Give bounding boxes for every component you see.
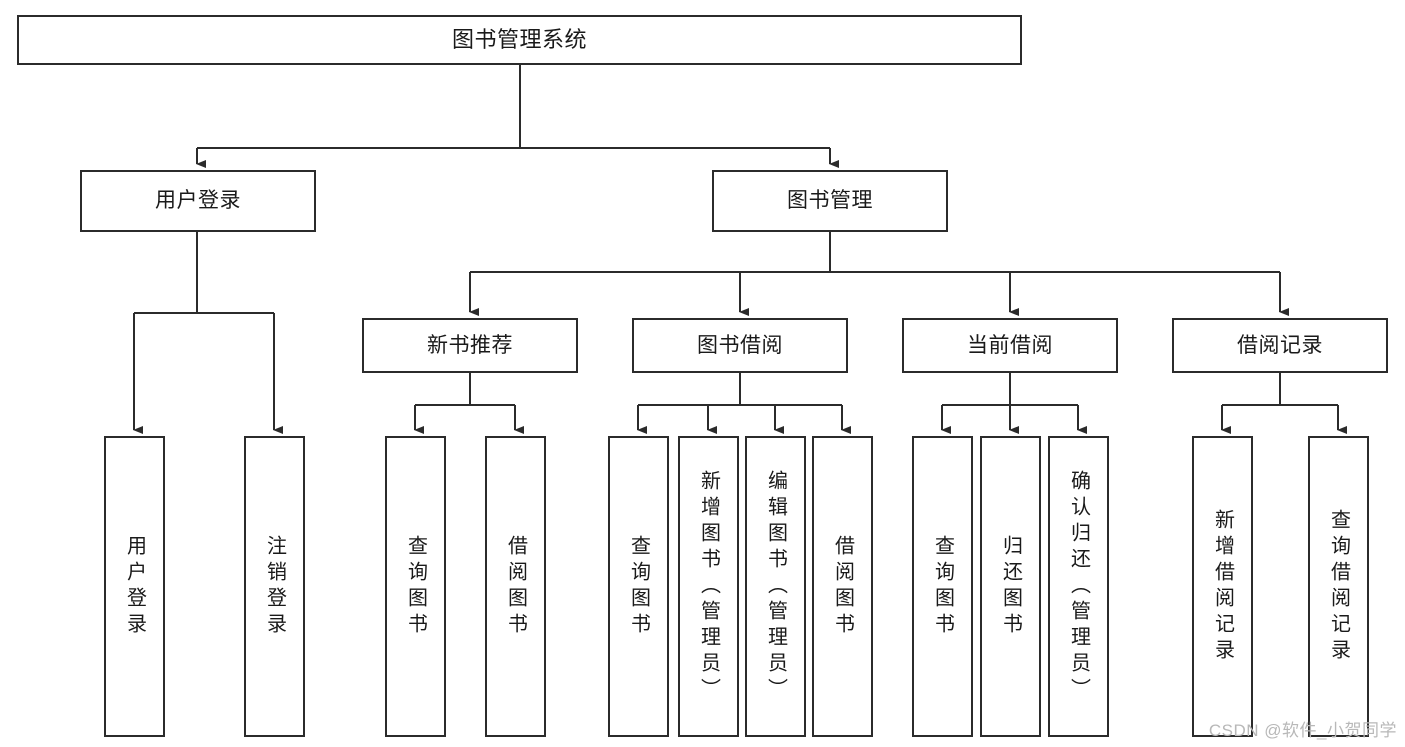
leaf-current-borrow-query-book[interactable]: 查询图书 <box>912 436 973 737</box>
node-label: 图书借阅 <box>697 333 783 357</box>
leaf-borrow-record-add-record[interactable]: 新增借阅记录 <box>1192 436 1253 737</box>
leaf-current-borrow-return-book[interactable]: 归还图书 <box>980 436 1041 737</box>
node-label: 注销登录 <box>263 534 286 639</box>
node-root-book-management-system[interactable]: 图书管理系统 <box>17 15 1022 65</box>
node-label: 借阅图书 <box>504 534 527 639</box>
leaf-new-book-query-book[interactable]: 查询图书 <box>385 436 446 737</box>
node-label: 查询图书 <box>627 534 650 639</box>
node-label: 查询借阅记录 <box>1327 508 1350 665</box>
leaf-current-borrow-confirm-return-admin[interactable]: 确认归还（管理员） <box>1048 436 1109 737</box>
node-label: 新书推荐 <box>427 333 513 357</box>
leaf-user-login-logout[interactable]: 注销登录 <box>244 436 305 737</box>
node-label: 图书管理系统 <box>451 26 587 52</box>
leaf-book-borrow-query-book[interactable]: 查询图书 <box>608 436 669 737</box>
node-label: 图书管理 <box>787 189 873 213</box>
node-label: 当前借阅 <box>967 333 1053 357</box>
node-label: 新增图书（管理员） <box>697 469 720 704</box>
node-label: 借阅记录 <box>1237 333 1323 357</box>
leaf-book-borrow-add-book-admin[interactable]: 新增图书（管理员） <box>678 436 739 737</box>
node-label: 借阅图书 <box>831 534 854 639</box>
node-label: 归还图书 <box>999 534 1022 639</box>
node-label: 新增借阅记录 <box>1211 508 1234 665</box>
node-book-management[interactable]: 图书管理 <box>712 170 948 232</box>
csdn-watermark: CSDN @软件_小贺同学 <box>1208 721 1397 740</box>
leaf-borrow-record-query-record[interactable]: 查询借阅记录 <box>1308 436 1369 737</box>
node-label: 用户登录 <box>155 189 241 213</box>
leaf-new-book-borrow-book[interactable]: 借阅图书 <box>485 436 546 737</box>
node-label: 查询图书 <box>404 534 427 639</box>
node-borrow-record[interactable]: 借阅记录 <box>1172 318 1388 373</box>
leaf-book-borrow-edit-book-admin[interactable]: 编辑图书（管理员） <box>745 436 806 737</box>
node-label: 编辑图书（管理员） <box>764 469 787 704</box>
node-user-login[interactable]: 用户登录 <box>80 170 316 232</box>
node-book-borrow[interactable]: 图书借阅 <box>632 318 848 373</box>
node-new-book-recommend[interactable]: 新书推荐 <box>362 318 578 373</box>
leaf-book-borrow-borrow-book[interactable]: 借阅图书 <box>812 436 873 737</box>
leaf-user-login-login[interactable]: 用户登录 <box>104 436 165 737</box>
node-current-borrow[interactable]: 当前借阅 <box>902 318 1118 373</box>
node-label: 用户登录 <box>123 534 146 639</box>
node-label: 查询图书 <box>931 534 954 639</box>
node-label: 确认归还（管理员） <box>1067 469 1090 704</box>
